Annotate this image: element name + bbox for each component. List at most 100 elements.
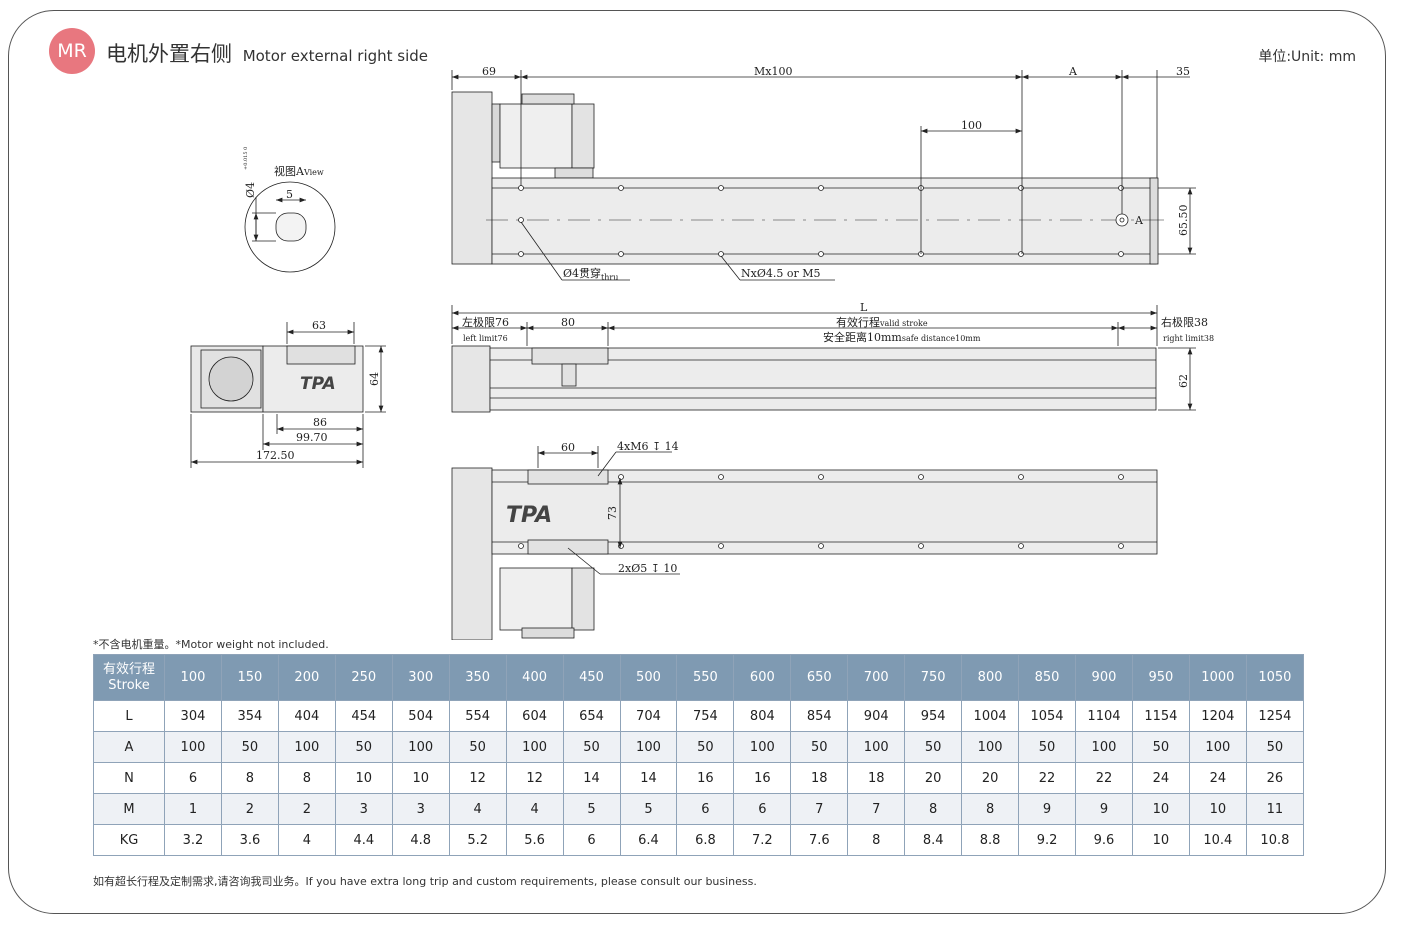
thread-label: 4xM6 ↧ 14: [617, 440, 679, 453]
dim-a: A: [1068, 65, 1078, 78]
table-cell: 100: [619, 731, 678, 763]
stroke-header-cell: 400: [505, 654, 564, 701]
table-cell: 4.8: [391, 824, 450, 856]
table-cell: 50: [1018, 731, 1076, 763]
table-cell: 6: [733, 793, 792, 825]
row-label: KG: [93, 824, 165, 856]
mode-badge: MR: [49, 28, 95, 74]
dim-l: L: [860, 301, 868, 314]
stroke-header-cell: 250: [334, 654, 393, 701]
table-cell: 754: [676, 700, 735, 732]
table-cell: 7: [790, 793, 849, 825]
table-cell: 2: [220, 793, 279, 825]
table-cell: 1204: [1188, 700, 1247, 732]
side-view: L 左极限76 left limit76 80 有效行程valid stroke…: [451, 301, 1214, 413]
table-cell: 12: [505, 762, 564, 794]
table-cell: 6: [164, 762, 222, 794]
table-cell: 100: [1188, 731, 1247, 763]
end-view: TPA 63 64 86 99.70 172.50: [190, 319, 386, 468]
dim-mx100: Mx100: [754, 65, 792, 78]
dim-99-70: 99.70: [296, 431, 328, 444]
table-cell: 14: [619, 762, 678, 794]
technical-drawing: 69 Mx100 A 35 100 65.50 A Ø4贯穿thru NxØ4.…: [190, 65, 1214, 640]
table-cell: 26: [1245, 762, 1305, 794]
stroke-header-cell: 700: [847, 654, 906, 701]
top-view: 69 Mx100 A 35 100 65.50 A Ø4贯穿thru NxØ4.…: [451, 65, 1196, 282]
table-cell: 10.8: [1245, 824, 1305, 856]
hole-n-label: NxØ4.5 or M5: [741, 267, 820, 280]
table-cell: 8.8: [961, 824, 1020, 856]
table-cell: 604: [505, 700, 564, 732]
stroke-header-cn: 有效行程: [102, 661, 155, 677]
table-cell: 50: [904, 731, 963, 763]
stroke-header-cell: 300: [391, 654, 450, 701]
table-cell: 12: [448, 762, 507, 794]
table-cell: 6.4: [619, 824, 678, 856]
view-a-dim-5: 5: [286, 188, 293, 201]
table-cell: 50: [448, 731, 507, 763]
footer-note: 如有超长行程及定制需求,请咨询我司业务。If you have extra lo…: [93, 875, 757, 888]
table-cell: 9.2: [1018, 824, 1076, 856]
dim-69: 69: [482, 65, 496, 78]
table-cell: 954: [904, 700, 963, 732]
row-label: N: [93, 762, 165, 794]
table-cell: 9: [1075, 793, 1133, 825]
stroke-header-cell: 800: [961, 654, 1020, 701]
view-a: 视图AView Ø4 +0.015 0 5: [243, 147, 336, 273]
table-cell: 50: [562, 731, 621, 763]
stroke-header-cell: 600: [733, 654, 792, 701]
table-cell: 7: [847, 793, 906, 825]
stroke-header-en: Stroke: [108, 677, 150, 693]
table-cell: 1054: [1018, 700, 1076, 732]
row-label: M: [93, 793, 165, 825]
table-cell: 8: [277, 762, 336, 794]
weight-note: *不含电机重量。*Motor weight not included.: [93, 638, 329, 651]
table-cell: 4: [448, 793, 507, 825]
table-cell: 16: [676, 762, 735, 794]
bottom-view-logo: TPA: [506, 503, 552, 528]
table-cell: 7.2: [733, 824, 792, 856]
dim-100: 100: [961, 119, 982, 132]
table-cell: 404: [277, 700, 336, 732]
table-cell: 50: [1131, 731, 1190, 763]
table-cell: 7.6: [790, 824, 849, 856]
table-cell: 6.8: [676, 824, 735, 856]
stroke-header-cell: 650: [790, 654, 849, 701]
dim-64: 64: [368, 372, 381, 386]
dim-63: 63: [312, 319, 326, 332]
table-cell: 50: [790, 731, 849, 763]
dim-73: 73: [606, 506, 619, 520]
dim-80: 80: [561, 316, 575, 329]
table-cell: 554: [448, 700, 507, 732]
table-cell: 3.6: [220, 824, 279, 856]
table-cell: 654: [562, 700, 621, 732]
table-cell: 50: [220, 731, 279, 763]
row-label: A: [93, 731, 165, 763]
table-cell: 1004: [961, 700, 1020, 732]
table-cell: 4.4: [334, 824, 393, 856]
table-cell: 4: [277, 824, 336, 856]
stroke-header-cell: 200: [277, 654, 336, 701]
table-cell: 9: [1018, 793, 1076, 825]
table-cell: 8: [847, 824, 906, 856]
stroke-header-cell: 900: [1075, 654, 1133, 701]
page-frame: [8, 10, 1386, 914]
table-cell: 8.4: [904, 824, 963, 856]
stroke-header-cell: 1000: [1188, 654, 1247, 701]
table-cell: 8: [961, 793, 1020, 825]
dim-60: 60: [561, 441, 575, 454]
table-cell: 100: [1075, 731, 1133, 763]
left-limit: 左极限76: [462, 315, 509, 329]
table-cell: 100: [277, 731, 336, 763]
stroke-label: 有效行程valid stroke: [836, 315, 928, 329]
stroke-header-cell: 750: [904, 654, 963, 701]
title-en: Motor external right side: [242, 47, 429, 65]
unit-label: 单位:Unit: mm: [1258, 49, 1356, 65]
table-cell: 50: [334, 731, 393, 763]
page-title: 电机外置右侧 Motor external right side: [106, 38, 428, 68]
table-cell: 804: [733, 700, 792, 732]
table-cell: 1: [164, 793, 222, 825]
